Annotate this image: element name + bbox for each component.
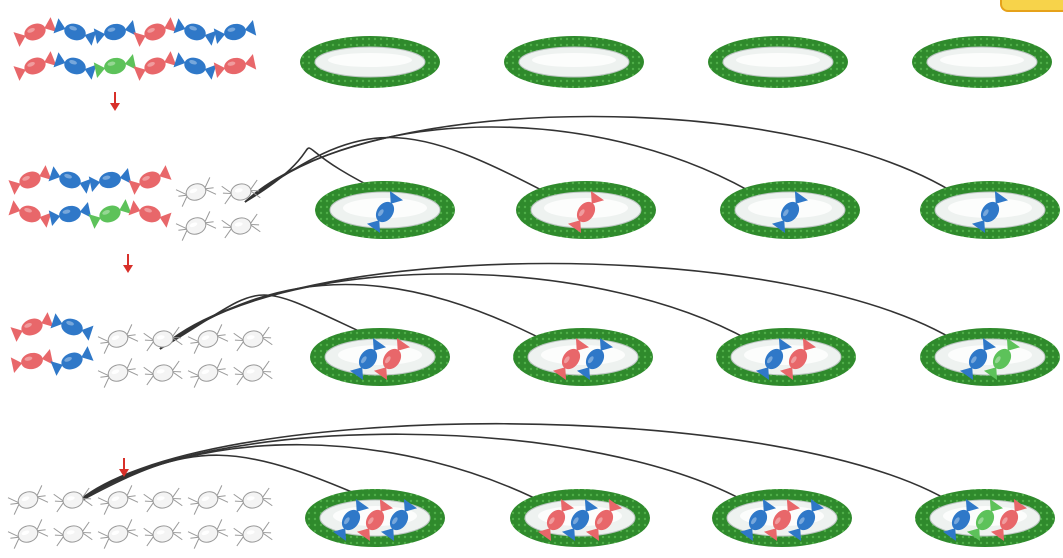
empty-wrapper-icon	[97, 324, 139, 354]
distribution-arrow	[159, 262, 970, 351]
candy-icon	[552, 338, 590, 380]
empty-wrapper-icon	[221, 213, 261, 239]
candy-icon	[779, 338, 817, 380]
candy-icon	[971, 191, 1009, 233]
plate-icon	[912, 36, 1052, 88]
candy-icon	[133, 51, 177, 81]
candy-icon	[50, 346, 94, 376]
down-arrow-icon	[110, 92, 120, 111]
candy-icon	[966, 499, 1004, 541]
candy-icon	[48, 166, 92, 194]
candy-icon	[10, 349, 54, 373]
empty-wrapper-icon	[143, 487, 183, 513]
plate-icon	[504, 36, 644, 88]
candy-icon	[50, 313, 94, 341]
plate-icon	[716, 328, 856, 386]
candy-icon	[561, 499, 599, 541]
candy-icon	[173, 52, 217, 80]
distribution-arrow	[74, 433, 762, 512]
empty-wrapper-icon	[175, 177, 217, 207]
distribution-arrow	[244, 115, 970, 204]
candy-icon	[755, 338, 793, 380]
down-arrow-icon	[123, 254, 133, 273]
empty-wrapper-icon	[233, 521, 273, 547]
candy-icon	[13, 51, 57, 81]
candy-icon	[983, 338, 1021, 380]
candy-icon	[332, 499, 370, 541]
candy-icon	[356, 499, 394, 541]
candy-icon	[942, 499, 980, 541]
candy-icon	[93, 20, 137, 44]
empty-wrapper-icon	[97, 519, 139, 549]
candy-icon	[537, 499, 575, 541]
empty-wrapper-icon	[97, 485, 139, 515]
down-arrow-icon	[119, 458, 129, 477]
candy-icon	[959, 338, 997, 380]
empty-wrapper-icon	[53, 521, 93, 547]
candy-icon	[213, 20, 257, 44]
candy-icon	[88, 168, 132, 192]
candy-icon	[576, 338, 614, 380]
candy-icon	[173, 18, 217, 46]
candy-icon	[10, 312, 54, 342]
distribution-arrow	[74, 422, 965, 512]
candy-icon	[8, 165, 52, 195]
candy-icon	[13, 17, 57, 47]
empty-wrapper-icon	[233, 326, 273, 352]
plate-icon	[920, 328, 1060, 386]
candy-icon	[373, 338, 411, 380]
plate-icon	[310, 328, 450, 386]
candy-icon	[133, 17, 177, 47]
empty-wrapper-icon	[221, 179, 261, 205]
empty-wrapper-icon	[143, 360, 183, 386]
candy-icon	[366, 191, 404, 233]
empty-wrapper-icon	[97, 358, 139, 388]
candy-icon	[128, 200, 172, 228]
empty-wrapper-icon	[143, 326, 183, 352]
candy-icon	[990, 499, 1028, 541]
empty-wrapper-icon	[233, 360, 273, 386]
empty-wrapper-icon	[175, 211, 217, 241]
plate-icon	[708, 36, 848, 88]
candy-icon	[380, 499, 418, 541]
empty-wrapper-icon	[187, 519, 229, 549]
candy-icon	[787, 499, 825, 541]
candy-icon	[763, 499, 801, 541]
empty-wrapper-icon	[187, 358, 229, 388]
distribution-arrow	[74, 443, 560, 511]
candy-icon	[53, 52, 97, 80]
plate-icon	[300, 36, 440, 88]
candy-icon	[349, 338, 387, 380]
candy-icon	[53, 18, 97, 46]
distribution-arrow	[74, 454, 395, 512]
empty-wrapper-icon	[53, 487, 93, 513]
candy-icon	[93, 54, 137, 78]
candy-icon	[739, 499, 777, 541]
corner-tag	[1000, 0, 1063, 12]
candy-icon	[585, 499, 623, 541]
candy-icon	[128, 165, 172, 195]
empty-wrapper-icon	[7, 519, 49, 549]
distribution-arrow	[244, 126, 770, 204]
empty-wrapper-icon	[187, 485, 229, 515]
candy-icon	[8, 200, 52, 228]
empty-wrapper-icon	[143, 521, 183, 547]
distribution-arrow	[159, 273, 766, 351]
candy-icon	[567, 191, 605, 233]
candy-icon	[771, 191, 809, 233]
candy-icon	[213, 54, 257, 78]
candy-icon	[48, 202, 92, 226]
empty-wrapper-icon	[187, 324, 229, 354]
plate-icon	[513, 328, 653, 386]
empty-wrapper-icon	[7, 485, 49, 515]
candy-icon	[88, 199, 132, 229]
empty-wrapper-icon	[233, 487, 273, 513]
